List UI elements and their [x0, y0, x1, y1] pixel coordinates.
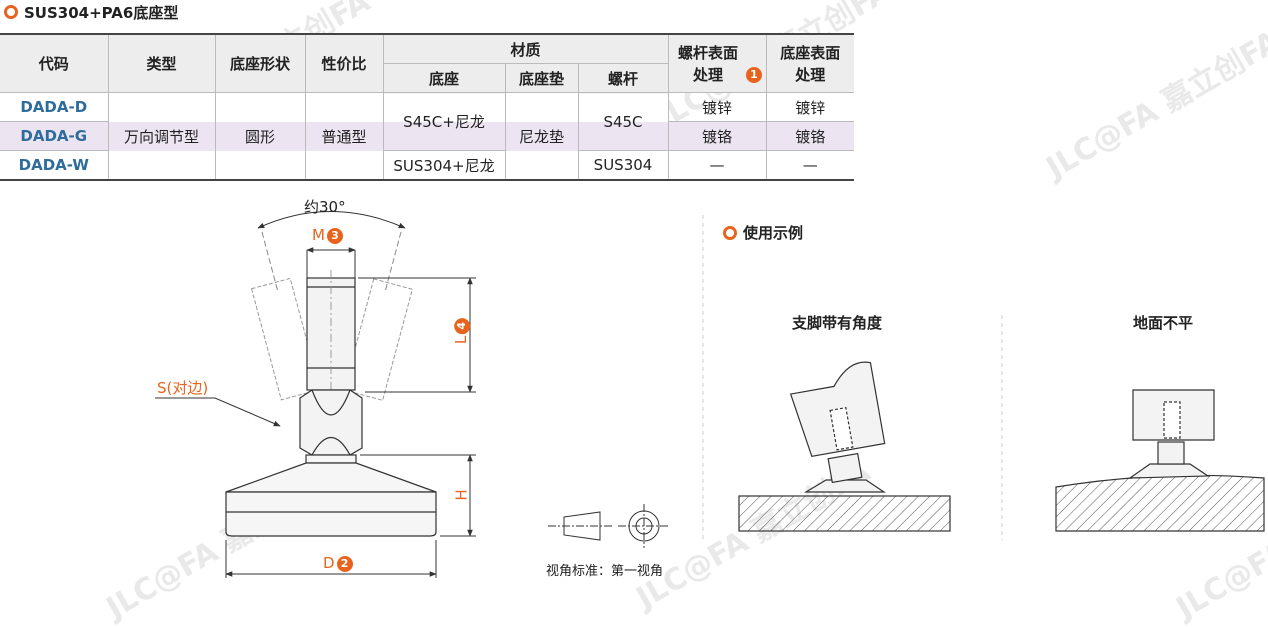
s-label: S(对边)	[157, 379, 209, 397]
h-label: H	[452, 489, 471, 501]
cell-base-surface: —	[765, 150, 854, 181]
m-label-text: M	[312, 226, 325, 244]
header-bolt-surface-text: 螺杆表面处理	[677, 43, 738, 84]
l-label: L4	[452, 317, 471, 345]
cell-mat-base-1: S45C+尼龙	[382, 92, 506, 151]
header-bolt-surface: 螺杆表面处理 1	[667, 33, 767, 93]
cell-bolt-surface: 镀铬	[667, 121, 767, 151]
usage-section-title-text: 使用示例	[743, 224, 804, 242]
angle-dimension	[257, 211, 406, 293]
tilted-bolt-right	[343, 278, 413, 401]
cell-mat-base-2: SUS304+尼龙	[382, 150, 506, 181]
header-base-surface: 底座表面处理	[765, 33, 854, 93]
badge-3: 3	[326, 227, 343, 244]
table-row: DADA-G 镀铬 镀铬	[0, 121, 854, 151]
cell-type: 万向调节型	[107, 92, 216, 181]
s-leader	[155, 397, 281, 427]
header-type: 类型	[107, 33, 216, 93]
header-base-shape: 底座形状	[214, 33, 306, 93]
header-material: 材质	[382, 33, 669, 64]
ring-bullet-icon	[4, 5, 18, 19]
table-row: DADA-D 万向调节型 圆形 普通型 S45C+尼龙 尼龙垫 S45C 镀锌 …	[0, 92, 854, 181]
technical-drawing	[155, 211, 1265, 578]
cell-mat-bolt-2: SUS304	[577, 150, 669, 181]
cell-mat-pad: 尼龙垫	[504, 92, 579, 181]
d-label-text: D	[323, 554, 335, 572]
projection-symbol	[548, 504, 670, 548]
header-value: 性价比	[304, 33, 384, 93]
ring-bullet-icon	[723, 225, 737, 240]
badge-1: 1	[746, 67, 762, 83]
cell-value: 普通型	[304, 92, 384, 181]
badge-2: 2	[336, 555, 353, 572]
bolt	[306, 270, 356, 470]
usage-case-2-caption: 地面不平	[1133, 314, 1194, 332]
cell-base-shape: 圆形	[214, 92, 306, 181]
header-mat-bolt: 螺杆	[577, 63, 668, 93]
d-dimension	[225, 540, 437, 578]
angle-label: 约30°	[304, 198, 346, 216]
base	[225, 454, 437, 537]
cell-base-surface: 镀锌	[765, 92, 854, 122]
row-code: DADA-G	[0, 121, 109, 151]
table-row: DADA-W SUS304+尼龙 SUS304 — —	[0, 150, 854, 181]
usage-case-1-caption: 支脚带有角度	[792, 314, 883, 332]
l-dimension	[358, 277, 476, 393]
header-base-surface-text: 底座表面处理	[780, 43, 841, 84]
usage-section-title: 使用示例	[723, 222, 803, 243]
row-code: DADA-D	[0, 92, 109, 122]
usage-case-1	[738, 361, 951, 532]
h-dimension	[360, 454, 476, 537]
badge-4: 4	[453, 317, 470, 334]
tilted-bolt-left	[250, 277, 321, 401]
page-title: SUS304+PA6底座型	[4, 2, 178, 22]
usage-case-2	[1055, 389, 1265, 532]
l-label-text: L	[452, 335, 471, 345]
row-code: DADA-W	[0, 150, 109, 181]
view-standard-label: 视角标准：第一视角	[546, 564, 664, 579]
cell-mat-bolt-1: S45C	[577, 92, 669, 151]
m-dimension	[306, 247, 356, 278]
title-text: SUS304+PA6底座型	[24, 3, 179, 22]
header-mat-base: 底座	[383, 63, 506, 93]
hex-nut	[299, 389, 363, 456]
cell-base-surface: 镀铬	[765, 121, 854, 151]
header-code: 代码	[0, 33, 109, 93]
